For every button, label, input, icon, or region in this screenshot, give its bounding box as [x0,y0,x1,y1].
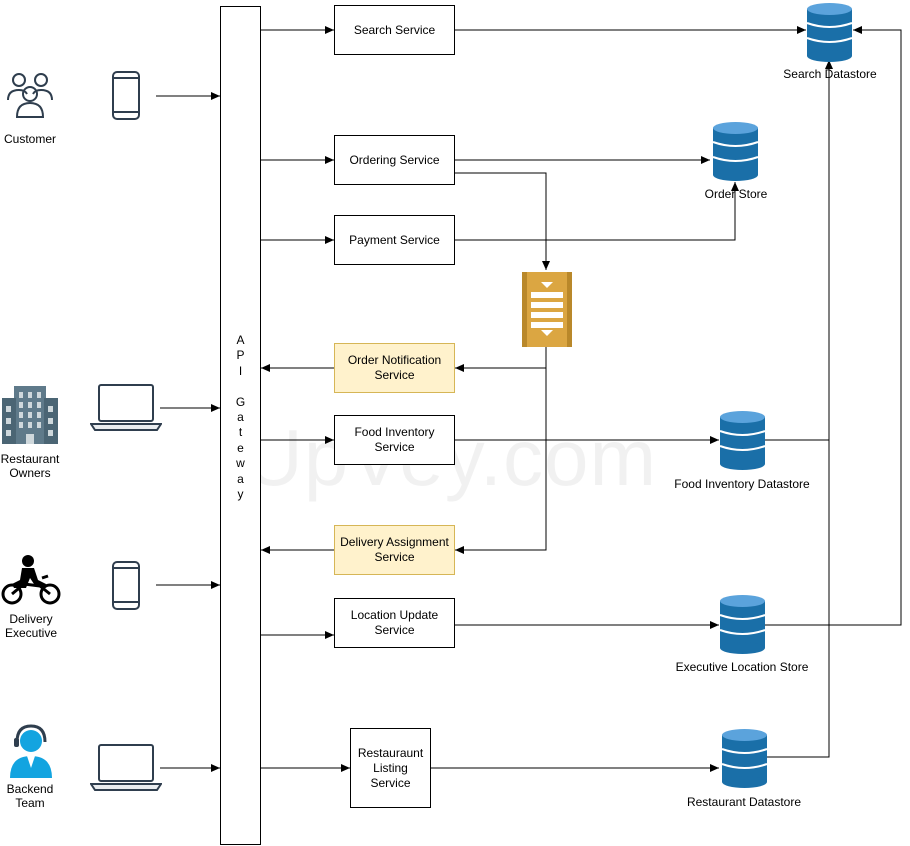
edge-restaurant-search [766,440,830,758]
restaurant-building-icon [2,384,58,449]
restaurant-datastore-icon [721,728,768,794]
motorcycle-icon [0,554,62,611]
restaurant-listing-service: Restauraunt Listing Service [350,728,431,808]
laptop-icon-backend [89,744,163,797]
laptop-icon-owner [89,384,163,437]
food-inventory-datastore-icon [719,410,766,476]
payment-service: Payment Service [334,215,455,265]
edge-payment-store [455,182,739,241]
executive-location-store-icon [719,594,766,660]
order-notification-service: Order Notification Service [334,343,455,393]
edge-location-search [764,26,902,626]
delivery-executive-label: Delivery Executive [4,612,58,640]
edge-ordering-queue [455,172,550,270]
order-store-icon [712,121,759,187]
restaurant-owners-label: Restaurant Owners [0,452,60,480]
location-update-service: Location Update Service [334,598,455,648]
api-gateway-label: A P I G a t e w a y [235,333,246,502]
food-inventory-datastore-label: Food Inventory Datastore [674,477,810,491]
search-service: Search Service [334,5,455,55]
delivery-assignment-service: Delivery Assignment Service [334,525,455,575]
restaurant-datastore-label: Restaurant Datastore [686,795,802,809]
customer-label: Customer [3,132,56,146]
search-datastore-label: Search Datastore [783,67,877,81]
api-gateway: A P I G a t e w a y [220,6,261,845]
message-queue-icon [522,272,572,352]
phone-icon-customer [112,71,140,125]
executive-location-store-label: Executive Location Store [675,660,809,674]
search-datastore-icon [806,2,853,68]
customer-icon [5,70,55,125]
edge-foodinv-search [764,60,833,441]
food-inventory-service: Food Inventory Service [334,415,455,465]
support-agent-icon [8,724,54,783]
order-store-label: Order Store [704,187,768,201]
ordering-service: Ordering Service [334,135,455,185]
phone-icon-executive [112,561,140,615]
edge-queue-assign [455,368,547,554]
backend-team-label: Backend Team [6,782,54,810]
